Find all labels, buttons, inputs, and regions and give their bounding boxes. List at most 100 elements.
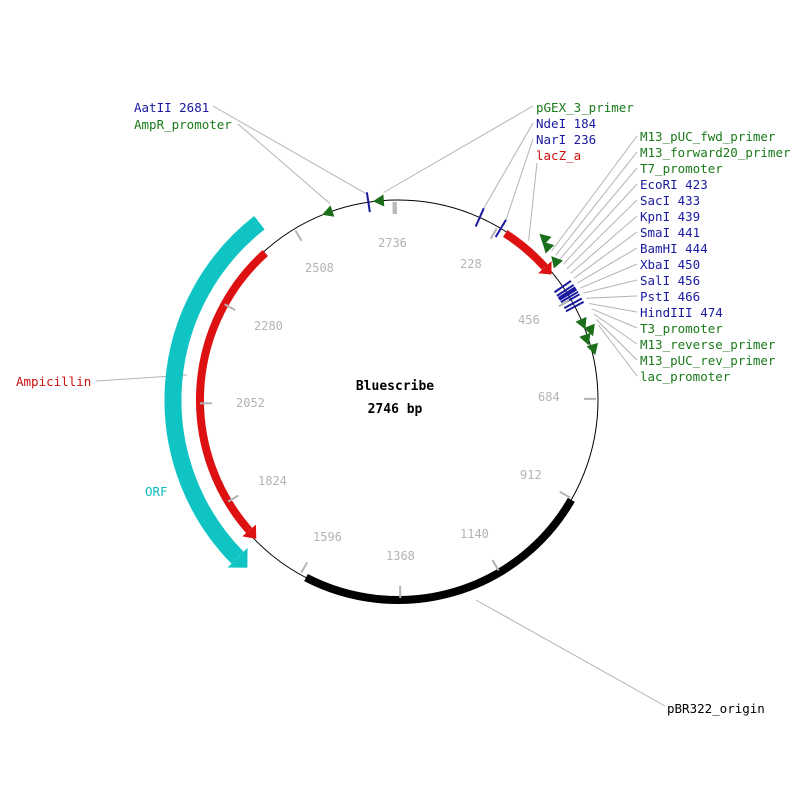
plasmid-name: Bluescribe xyxy=(356,379,434,394)
site-hindiii xyxy=(565,300,585,313)
label-psti: PstI 466 xyxy=(640,289,700,304)
leader-m13-puc-fwd-primer xyxy=(551,135,638,252)
orf-arrowhead xyxy=(227,547,248,568)
leader-bamhi xyxy=(577,247,638,284)
tick-label-228: 228 xyxy=(460,257,482,271)
label-orf: ORF xyxy=(145,484,168,499)
site-nari xyxy=(494,219,507,238)
leader-psti xyxy=(586,295,638,299)
leader-smai xyxy=(573,231,638,279)
leader-xbai xyxy=(580,263,638,289)
label-m13-forward20-primer: M13_forward20_primer xyxy=(640,145,791,160)
site-psti xyxy=(563,297,583,310)
site-bamhi xyxy=(558,288,578,301)
tick-mark-1596 xyxy=(300,561,309,574)
leader-m13-puc-rev-primer xyxy=(595,319,638,361)
site-smai xyxy=(558,287,577,300)
tick-label-912: 912 xyxy=(520,468,542,482)
leader-kpni xyxy=(570,215,638,274)
label-sali: SalI 456 xyxy=(640,273,700,288)
label-aatii: AatII 2681 xyxy=(134,100,209,115)
tick-label-1596: 1596 xyxy=(313,530,342,544)
tick-mark-2280 xyxy=(224,303,236,311)
tick-label-1824: 1824 xyxy=(258,474,287,488)
ampicillin-arrowhead xyxy=(242,524,257,539)
tick-label-456: 456 xyxy=(518,313,540,327)
plasmid-size: 2746 bp xyxy=(368,402,423,417)
feature-labels: AatII 2681 AmpR_promoter pGEX_3_primer N… xyxy=(16,100,791,716)
label-t7-promoter: T7_promoter xyxy=(640,161,723,176)
lacz-a-arc xyxy=(502,230,548,270)
leader-hindiii xyxy=(588,303,638,313)
leader-nari xyxy=(505,138,534,221)
leader-saci xyxy=(566,199,638,270)
tick-label-1140: 1140 xyxy=(460,527,489,541)
site-xbai xyxy=(560,290,579,303)
leader-pgex-3-primer xyxy=(383,105,534,193)
ampicillin-arc xyxy=(196,250,268,534)
label-m13-puc-rev-primer: M13_pUC_rev_primer xyxy=(640,353,776,368)
promoter-lac xyxy=(586,342,598,356)
label-t3-promoter: T3_promoter xyxy=(640,321,723,336)
label-lacz-a: lacZ_a xyxy=(536,148,581,163)
tick-label-2052: 2052 xyxy=(236,396,265,410)
tick-label-1368: 1368 xyxy=(386,549,415,563)
label-ampicillin: Ampicillin xyxy=(16,374,91,389)
label-lac-promoter: lac_promoter xyxy=(640,369,731,384)
tick-mark-456 xyxy=(558,299,570,308)
label-saci: SacI 433 xyxy=(640,193,700,208)
label-m13-reverse-primer: M13_reverse_primer xyxy=(640,337,776,352)
lacz-a-arrowhead xyxy=(538,261,552,275)
primer-m13-forward20 xyxy=(539,233,552,246)
site-aatii xyxy=(365,192,371,213)
primer-m13-reverse xyxy=(583,323,595,337)
tick-mark-2508 xyxy=(294,230,303,242)
tick-label-2280: 2280 xyxy=(254,319,283,333)
tick-mark-912 xyxy=(559,490,571,499)
leader-lacz-a xyxy=(528,162,538,241)
promoter-t7 xyxy=(551,256,563,269)
tick-label-2736: 2736 xyxy=(378,236,407,250)
leader-m13-forward20-primer xyxy=(555,151,638,256)
primer-m13-puc-rev xyxy=(579,332,591,346)
orf-arc xyxy=(164,216,265,564)
primer-m13-puc-fwd xyxy=(542,241,555,254)
tick-label-684: 684 xyxy=(538,390,560,404)
label-pgex-3-primer: pGEX_3_primer xyxy=(536,100,634,115)
label-hindiii: HindIII 474 xyxy=(640,305,723,320)
leader-ndei xyxy=(483,122,534,209)
leader-sali xyxy=(583,279,638,294)
leader-aatii xyxy=(212,105,368,195)
label-kpni: KpnI 439 xyxy=(640,209,700,224)
leader-ecori xyxy=(563,183,638,265)
leader-m13-reverse-primer xyxy=(593,313,638,345)
tick-mark-228 xyxy=(489,227,498,240)
label-bamhi: BamHI 444 xyxy=(640,241,708,256)
label-pbr322-origin: pBR322_origin xyxy=(667,701,765,716)
features xyxy=(164,192,598,605)
label-nari: NarI 236 xyxy=(536,132,596,147)
promoter-t3 xyxy=(575,316,587,330)
site-ndei xyxy=(474,207,485,228)
promoter-ampr xyxy=(322,205,335,217)
pbr322-origin-arc xyxy=(304,497,575,605)
label-xbai: XbaI 450 xyxy=(640,257,700,272)
site-saci xyxy=(556,284,575,297)
label-smai: SmaI 441 xyxy=(640,225,700,240)
leader-t3-promoter xyxy=(591,308,638,329)
tick-mark-1824 xyxy=(227,494,239,503)
label-ampr-promoter: AmpR_promoter xyxy=(134,117,232,132)
label-ecori: EcoRI 423 xyxy=(640,177,708,192)
primer-pgex-3 xyxy=(372,194,385,207)
site-ecori xyxy=(553,280,572,294)
label-m13-puc-fwd-primer: M13_pUC_fwd_primer xyxy=(640,129,776,144)
leader-t7-promoter xyxy=(559,167,638,261)
leader-pbr322-origin xyxy=(475,599,666,707)
leader-ampr-promoter xyxy=(237,123,331,204)
label-ndei: NdeI 184 xyxy=(536,116,596,131)
tick-mark-1140 xyxy=(491,559,500,572)
leader-lac-promoter xyxy=(598,324,638,377)
tick-label-2508: 2508 xyxy=(305,261,334,275)
ticks: 228 456 684 912 1140 1368 1596 1824 2052 2280 2508… xyxy=(200,202,597,598)
